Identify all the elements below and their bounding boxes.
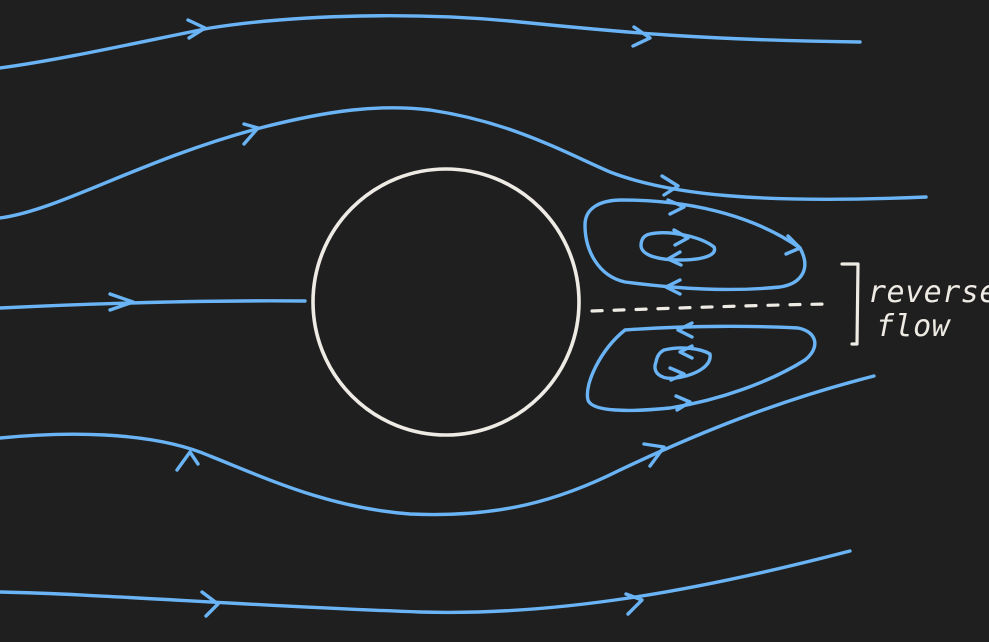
streamline-top [0,14,862,70]
streamline-lower [0,374,876,517]
streamline-lower-path [0,374,876,517]
reverse-flow-label-line-2: flow [876,309,951,344]
wake-centerline [590,302,832,313]
vortex-upper-outer-arrow-1 [666,198,686,216]
cylinder [311,167,581,437]
streamline-center [0,292,307,312]
streamline-top-arrow-2 [631,25,652,48]
reverse-flow-bracket [840,262,860,346]
streamline-bottom-arrow-2 [624,592,644,616]
streamline-upper-arrow-2 [660,174,680,197]
vortex-lower [585,321,817,413]
vortex-lower-outer-arrow-2 [674,394,692,412]
vortex-upper-outer-arrow-2 [784,234,802,256]
streamline-top-path [0,14,862,70]
streamline-bottom-arrow-1 [200,590,220,618]
streamline-bottom [0,549,852,618]
vortex-upper-inner-arrow-1 [672,228,690,247]
reverse-flow-label-line-1: reverse [868,275,989,310]
streamline-lower-arrow-1 [175,450,200,472]
vortex-upper-outer-loop [583,198,807,292]
vortex-lower-outer-arrow-1 [676,321,694,339]
streamline-lower-arrow-2 [642,442,666,468]
vortex-upper-outer-arrow-3 [664,278,682,296]
streamline-upper-arrow-1 [242,122,260,146]
streamline-upper-path [0,106,928,220]
streamline-center-arrow [108,292,135,312]
streamline-center-path [0,299,307,310]
vortex-upper-inner-loop [639,231,717,262]
streamline-upper [0,106,928,220]
vortex-lower-inner-arrow-2 [668,366,686,382]
vortex-lower-inner-arrow-1 [678,344,694,360]
streamline-bottom-path [0,549,852,615]
streamline-top-arrow-1 [186,18,207,40]
vortex-upper [583,198,807,296]
vortex-lower-outer-loop [585,324,817,413]
vortex-upper-inner-arrow-2 [666,250,683,267]
